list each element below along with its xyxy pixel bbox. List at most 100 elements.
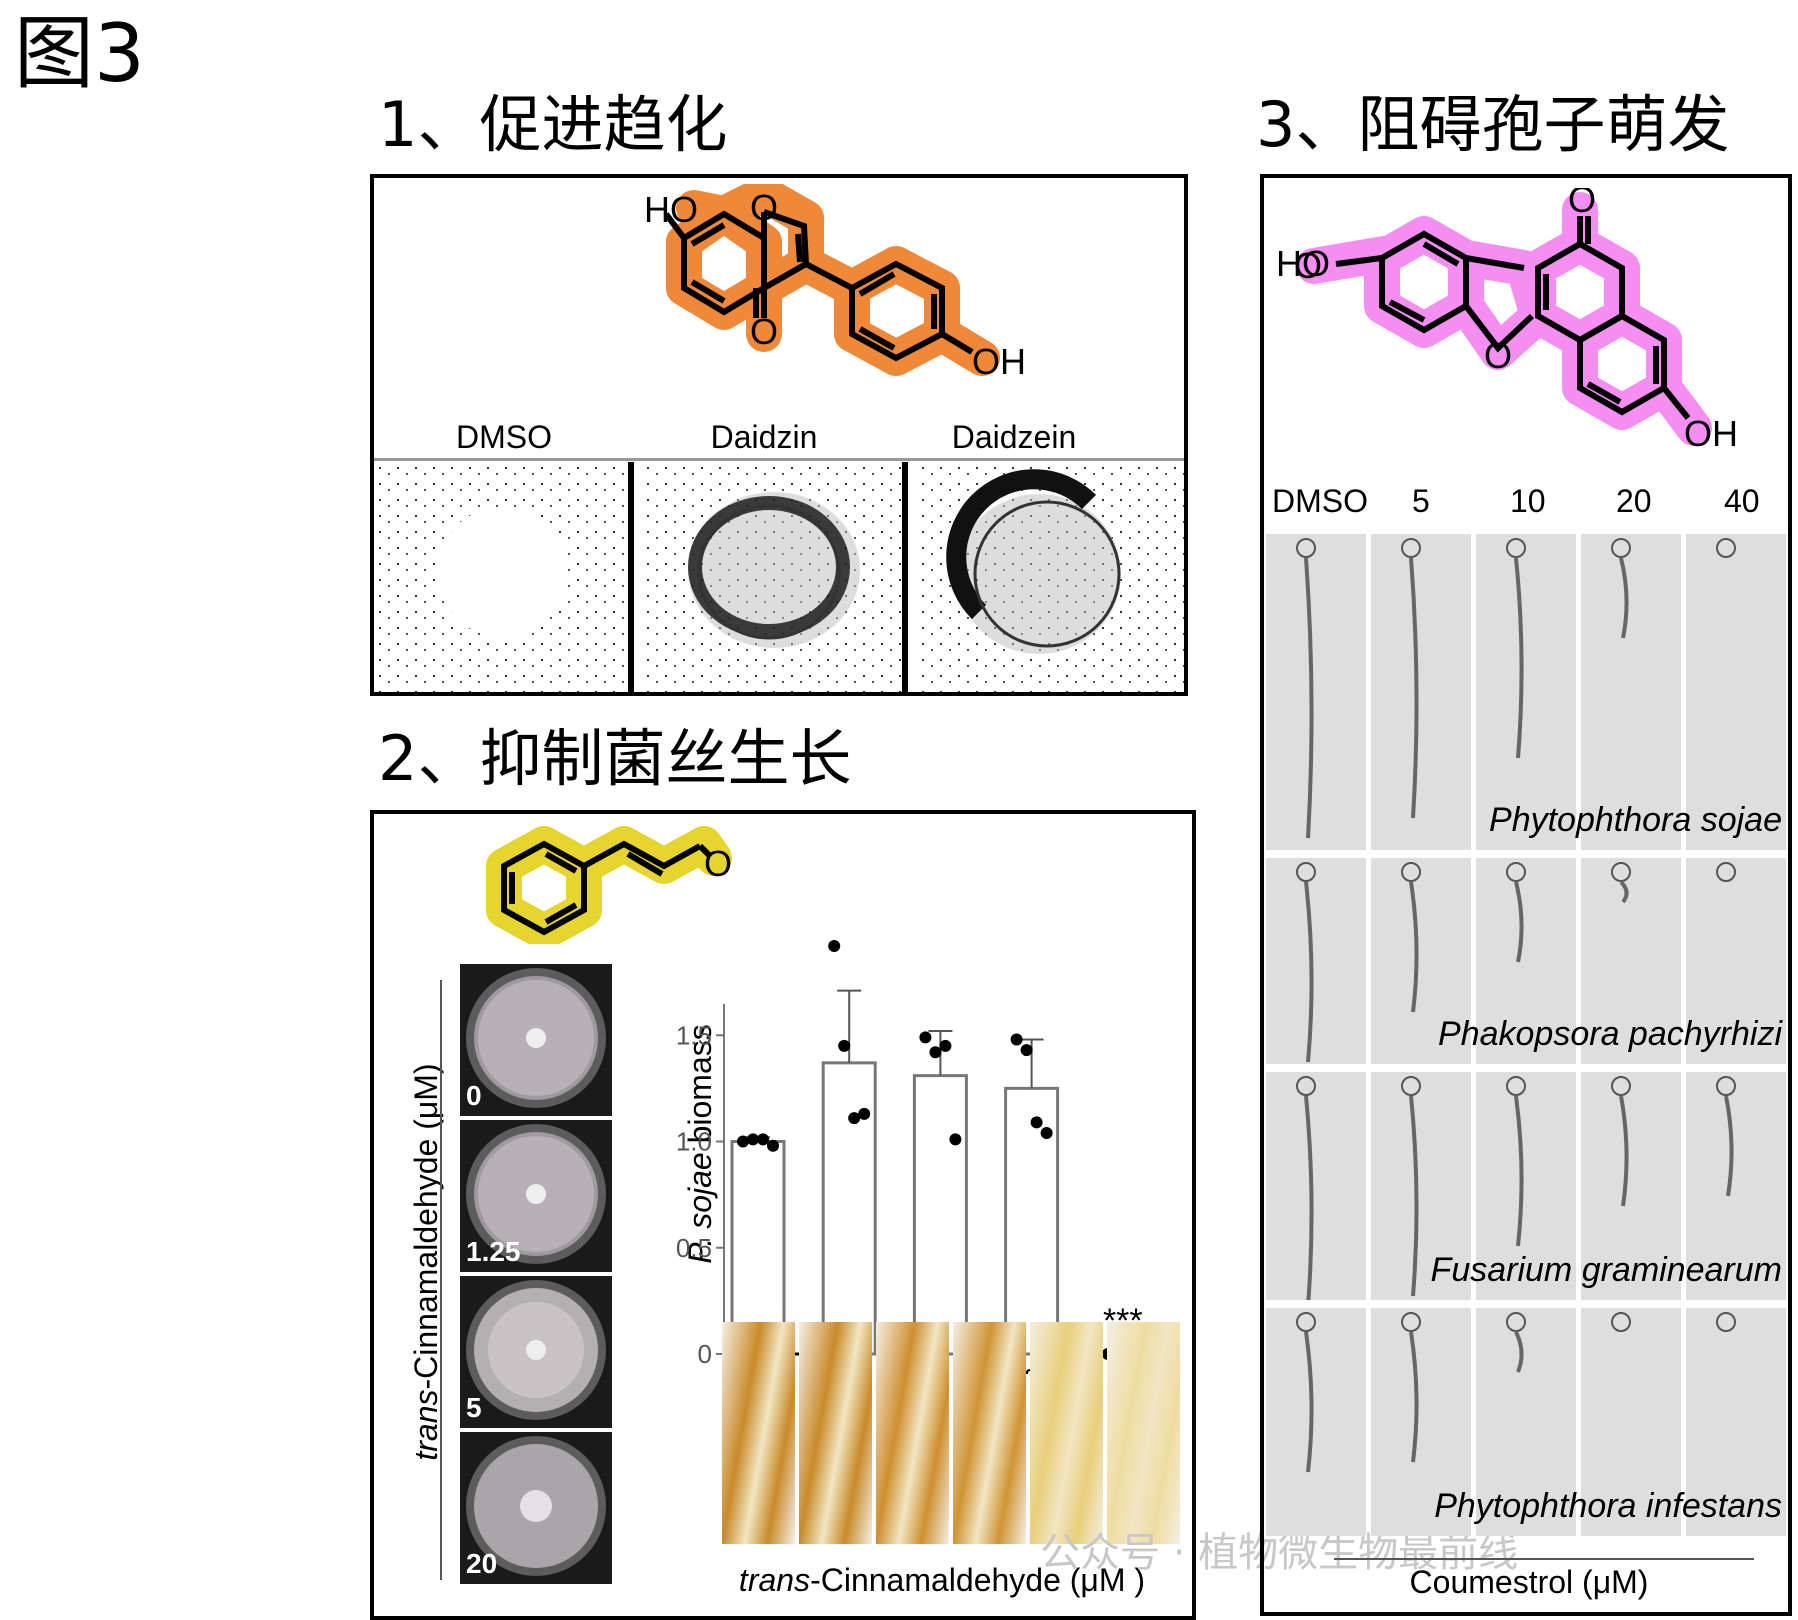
micrograph-row: Phytophthora infestans xyxy=(1266,1308,1790,1536)
chart-data-point xyxy=(949,1133,962,1146)
panel2-frame: O trans-Cinnamaldehyde (μM) 0 1.25 5 20 … xyxy=(370,810,1196,1620)
chart-data-point xyxy=(939,1039,952,1052)
micrograph-tile xyxy=(1686,858,1786,1064)
micrograph-tile xyxy=(1476,858,1576,1064)
treatment-daidzein-label: Daidzein xyxy=(951,419,1077,455)
micrograph-tile xyxy=(1476,534,1576,850)
coumestrol-highlight xyxy=(1296,192,1712,446)
species-label: Phytophthora infestans xyxy=(1434,1487,1782,1525)
micrograph-tile xyxy=(1581,534,1681,850)
mol3-label-ring-o: O xyxy=(1294,245,1322,286)
tube-photo-row xyxy=(722,1322,1184,1544)
panel1-title: 1、促进趋化 xyxy=(378,88,728,161)
micrograph-tile xyxy=(1371,858,1471,1064)
micrograph-tile xyxy=(1581,1072,1681,1300)
mol3-label-oh: OH xyxy=(1684,413,1738,454)
micrograph-tile xyxy=(1581,858,1681,1064)
micrograph-tile xyxy=(1266,858,1366,1064)
mol2-label-o: O xyxy=(704,843,732,884)
micrograph-tile xyxy=(1686,534,1786,850)
micrograph-tile xyxy=(1581,1308,1681,1536)
panel3-frame: O HO O O OH DMSO 5 10 20 40 Phytophthora… xyxy=(1260,174,1792,1616)
chemotaxis-image-daidzein xyxy=(919,462,1184,692)
conc-label-40: 40 xyxy=(1724,483,1760,519)
chart-bar xyxy=(730,1140,786,1356)
tube-photo xyxy=(1030,1322,1103,1544)
chart-ytick-label: 1.0 xyxy=(676,1127,712,1157)
daidzein-bonds xyxy=(663,209,974,362)
micrograph-tile xyxy=(1266,534,1366,850)
micrograph-tile xyxy=(1686,1308,1786,1536)
micrograph-tile xyxy=(1686,1072,1786,1300)
coumestrol-structure: O HO O O OH xyxy=(1276,188,1738,454)
micrograph-row: Phakopsora pachyrhizi xyxy=(1266,858,1790,1064)
chart-data-point xyxy=(757,1133,769,1146)
chart-bar xyxy=(821,1061,877,1356)
micrograph-tile xyxy=(1371,534,1471,850)
micrograph-tile xyxy=(1476,1072,1576,1300)
tube-photo xyxy=(1107,1322,1180,1544)
tube-photo xyxy=(799,1322,872,1544)
plate-label-3: 20 xyxy=(466,1548,498,1579)
chart-data-point xyxy=(848,1112,861,1125)
micrograph-row: Fusarium graminearum xyxy=(1266,1072,1790,1300)
panel1-divider xyxy=(374,458,1184,461)
plate-label-2: 5 xyxy=(466,1392,482,1423)
panel3-title: 3、阻碍孢子萌发 xyxy=(1256,88,1730,161)
conc-label-20: 20 xyxy=(1616,483,1652,519)
chart-data-point xyxy=(919,1031,932,1044)
mol1-label-keto-o: O xyxy=(750,311,778,352)
treatment-daidzin-label: Daidzin xyxy=(710,419,818,455)
chart-xlabel: trans-Cinnamaldehyde (μM ) xyxy=(738,1562,1146,1598)
coumestrol-bonds xyxy=(1335,216,1691,420)
chart-data-point xyxy=(1193,1350,1194,1358)
chart-ytick-label: 0.5 xyxy=(676,1233,712,1263)
species-label: Fusarium graminearum xyxy=(1430,1251,1782,1289)
chart-data-point xyxy=(828,940,841,952)
chart-ytick-label: 1.5 xyxy=(676,1020,712,1050)
plate-20: 20 xyxy=(460,1432,612,1584)
plate-label-0: 0 xyxy=(466,1080,482,1111)
chart-data-point xyxy=(747,1133,759,1146)
species-label: Phakopsora pachyrhizi xyxy=(1438,1015,1782,1053)
plate-label-1: 1.25 xyxy=(466,1236,521,1267)
plate-0: 0 xyxy=(460,964,612,1116)
figure-title: 图3 xyxy=(14,7,145,100)
chart-data-point xyxy=(838,1039,851,1052)
panel2-title: 2、抑制菌丝生长 xyxy=(378,722,852,795)
plates-axis-line xyxy=(440,980,442,1580)
micrograph-tile xyxy=(1371,1072,1471,1300)
plate-5: 5 xyxy=(460,1276,612,1428)
chart-bar xyxy=(912,1074,968,1356)
mol3-label-ho: HO xyxy=(1276,243,1330,284)
chart-data-point xyxy=(1010,1033,1023,1046)
micrograph-tile xyxy=(1266,1072,1366,1300)
coumestrol-xlabel: Coumestrol (μM) xyxy=(1409,1564,1649,1600)
mol1-label-ring-o: O xyxy=(750,187,778,228)
mol1-label-oh: OH xyxy=(972,341,1026,382)
chart-data-point xyxy=(737,1135,749,1148)
species-label: Phytophthora sojae xyxy=(1489,801,1782,839)
micrograph-tile xyxy=(1371,1308,1471,1536)
chemotaxis-image-dmso xyxy=(376,462,634,692)
micrograph-row: Phytophthora sojae xyxy=(1266,534,1790,850)
plates-axis-label: trans-Cinnamaldehyde (μM) xyxy=(408,1063,444,1461)
chemotaxis-image-daidzin xyxy=(644,462,908,692)
tube-photo xyxy=(876,1322,949,1544)
plate-1.25: 1.25 xyxy=(460,1120,612,1272)
daidzein-structure: HO O O OH xyxy=(644,184,1026,382)
conc-label-10: 10 xyxy=(1510,483,1546,519)
biomass-bar-chart: 00.51.01.50248***16***32 xyxy=(676,940,1194,1374)
chart-data-point xyxy=(1030,1116,1043,1129)
tube-photo xyxy=(953,1322,1026,1544)
panel1-frame: HO O O OH DMSO Daidzin Daidzein xyxy=(370,174,1188,696)
conc-label-5: 5 xyxy=(1412,483,1430,519)
mol3-label-furan-o: O xyxy=(1484,335,1512,376)
micrograph-tile xyxy=(1476,1308,1576,1536)
conc-label-dmso: DMSO xyxy=(1272,483,1368,519)
tube-photo xyxy=(722,1322,795,1544)
mol3-label-keto-o: O xyxy=(1568,188,1596,220)
chart-data-point xyxy=(767,1139,779,1152)
mol1-label-ho: HO xyxy=(644,189,698,230)
chart-data-point xyxy=(1040,1127,1053,1139)
